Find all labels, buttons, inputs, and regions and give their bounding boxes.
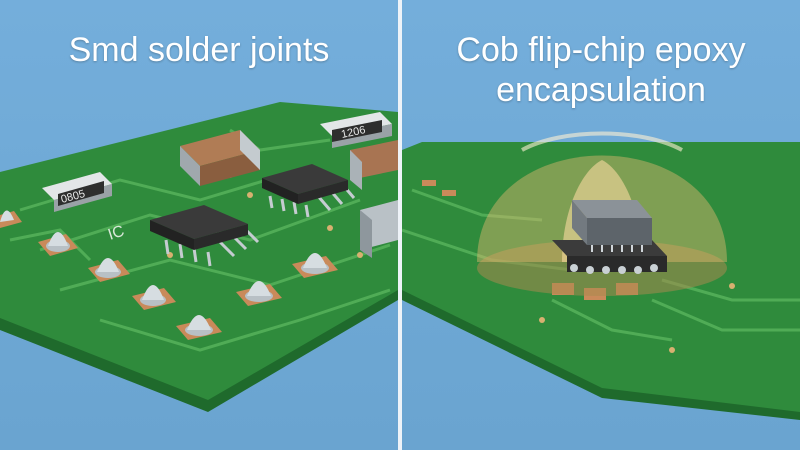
resistor-0805: 0805	[42, 172, 112, 212]
resistor-1206: 1206	[320, 112, 392, 148]
solder-joint	[88, 258, 130, 282]
solder-joint	[38, 232, 78, 256]
ic-chip-center	[150, 205, 260, 267]
pcb-vias	[539, 283, 735, 353]
ic-chip-right	[262, 164, 356, 218]
solder-joint	[0, 210, 22, 228]
smd-panel-title: Smd solder joints	[68, 31, 330, 69]
capacitor-right-lower	[360, 200, 398, 258]
solder-joints	[0, 210, 338, 340]
resistor-1206-label: 1206	[340, 124, 366, 141]
cob-panel-title: Cob flip-chip epoxy encapsulation	[456, 31, 746, 109]
solder-joint	[176, 315, 222, 340]
capacitor-top	[180, 130, 260, 186]
solder-joint	[132, 285, 176, 310]
cob-panel: Cob flip-chip epoxy encapsulation	[402, 0, 800, 450]
panel-divider	[398, 0, 402, 450]
ic-silkscreen-label: IC	[106, 223, 126, 244]
cob-pcb-illustration	[402, 131, 800, 420]
smd-pcb-illustration: 1206 0805	[0, 102, 398, 412]
flip-chip-die	[552, 200, 667, 274]
solder-joint	[292, 253, 338, 278]
capacitor-right	[350, 140, 398, 190]
solder-joint	[236, 281, 282, 306]
smd-panel: 1206 0805	[0, 0, 398, 450]
